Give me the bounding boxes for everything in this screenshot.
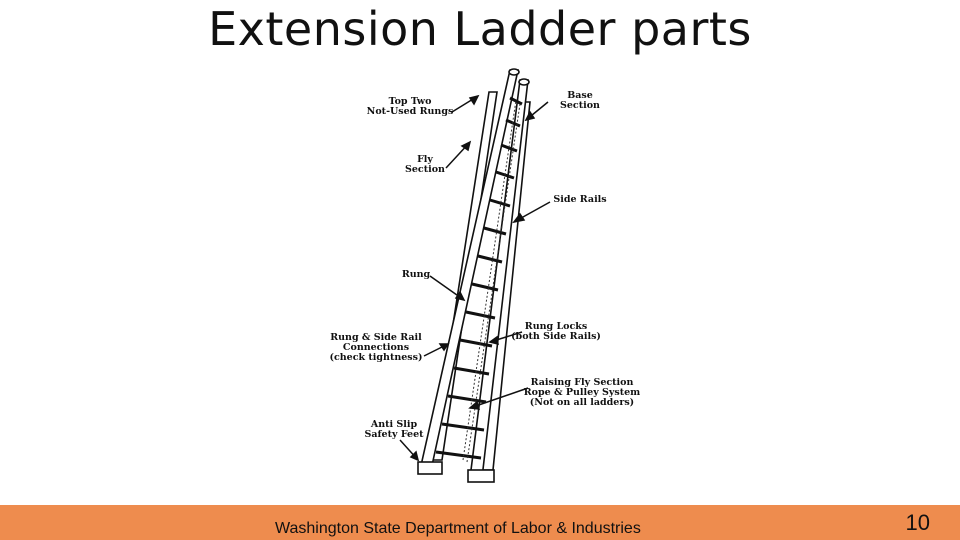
fly-left-top (508, 68, 520, 76)
label-rung: Rung (401, 269, 431, 280)
label-rung-side-rail-connections: Rung & Side Rail Connections (check tigh… (329, 332, 423, 363)
fly-right-top (518, 78, 530, 86)
footer-bar: Washington State Department of Labor & I… (0, 505, 960, 540)
page-number: 10 (905, 510, 930, 535)
label-top-two-rungs: Top Two Not-Used Rungs (366, 96, 454, 117)
label-side-rails: Side Rails (553, 194, 607, 205)
right-foot (467, 469, 495, 483)
callout-arrows (399, 94, 551, 462)
slide-title: Extension Ladder parts (208, 2, 752, 56)
label-fly-section: Fly Section (405, 154, 445, 175)
label-raising-fly-section: Raising Fly Section Rope & Pulley System… (523, 377, 641, 408)
label-anti-slip-feet: Anti Slip Safety Feet (364, 419, 424, 440)
label-base-section: Base Section (560, 90, 600, 111)
label-rung-locks: Rung Locks (both Side Rails) (511, 321, 601, 342)
left-foot (417, 461, 443, 475)
footer-text: Washington State Department of Labor & I… (275, 520, 641, 537)
ladder-illustration (417, 68, 531, 483)
